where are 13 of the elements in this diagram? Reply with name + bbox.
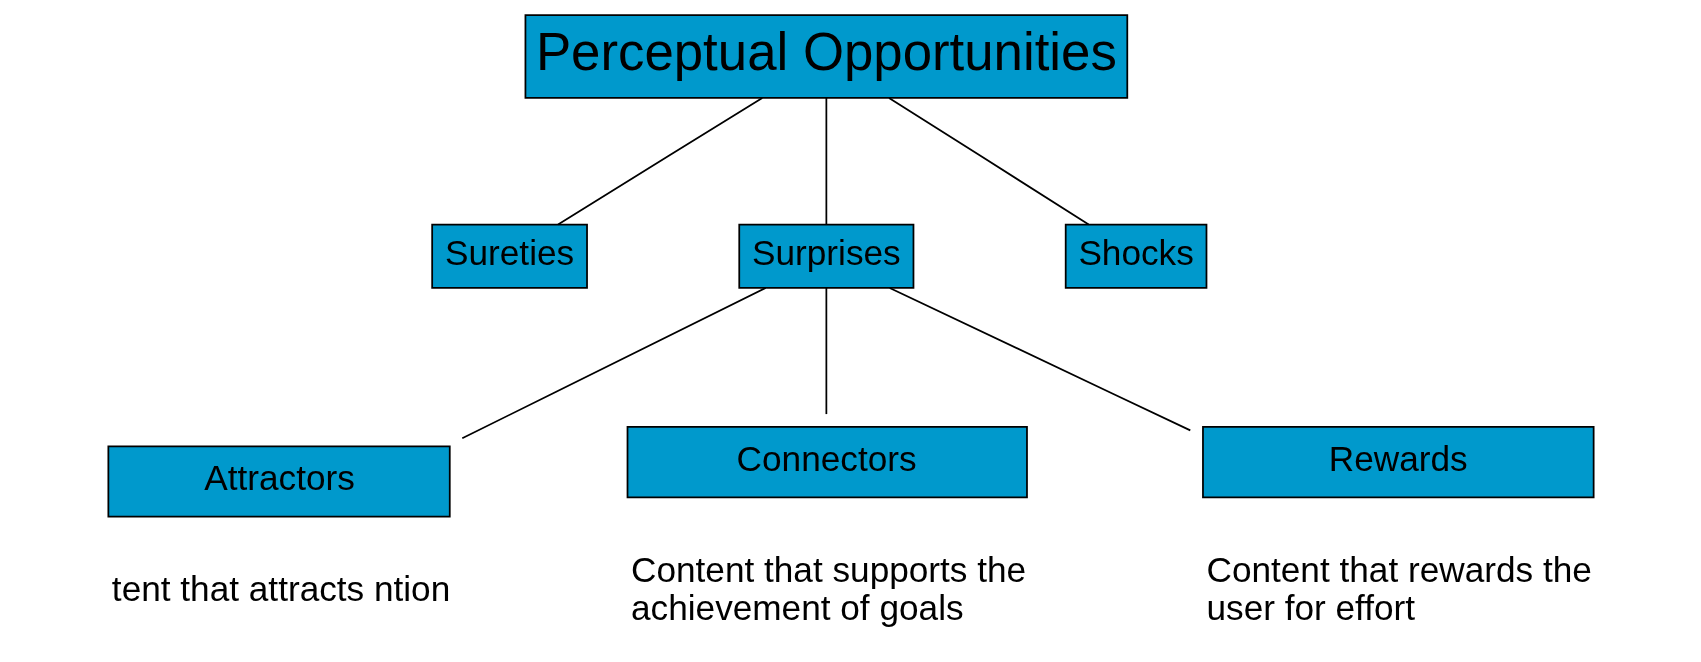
node-box: Sureties <box>430 223 588 289</box>
connector <box>887 97 1090 226</box>
connector <box>825 287 827 415</box>
node-label: Content that supports the achievement of goals <box>630 549 1026 628</box>
node-box: Perceptual Opportunities <box>524 14 1128 99</box>
connector <box>888 287 1191 432</box>
connector <box>825 97 827 226</box>
node-box: Shocks <box>1064 223 1207 289</box>
connector <box>556 97 763 226</box>
node-box: Surprises <box>737 223 914 289</box>
connector <box>460 287 767 440</box>
node-label: Content that rewards the user for effort <box>1205 549 1592 628</box>
node-label: tent that attracts ntion <box>111 569 450 609</box>
